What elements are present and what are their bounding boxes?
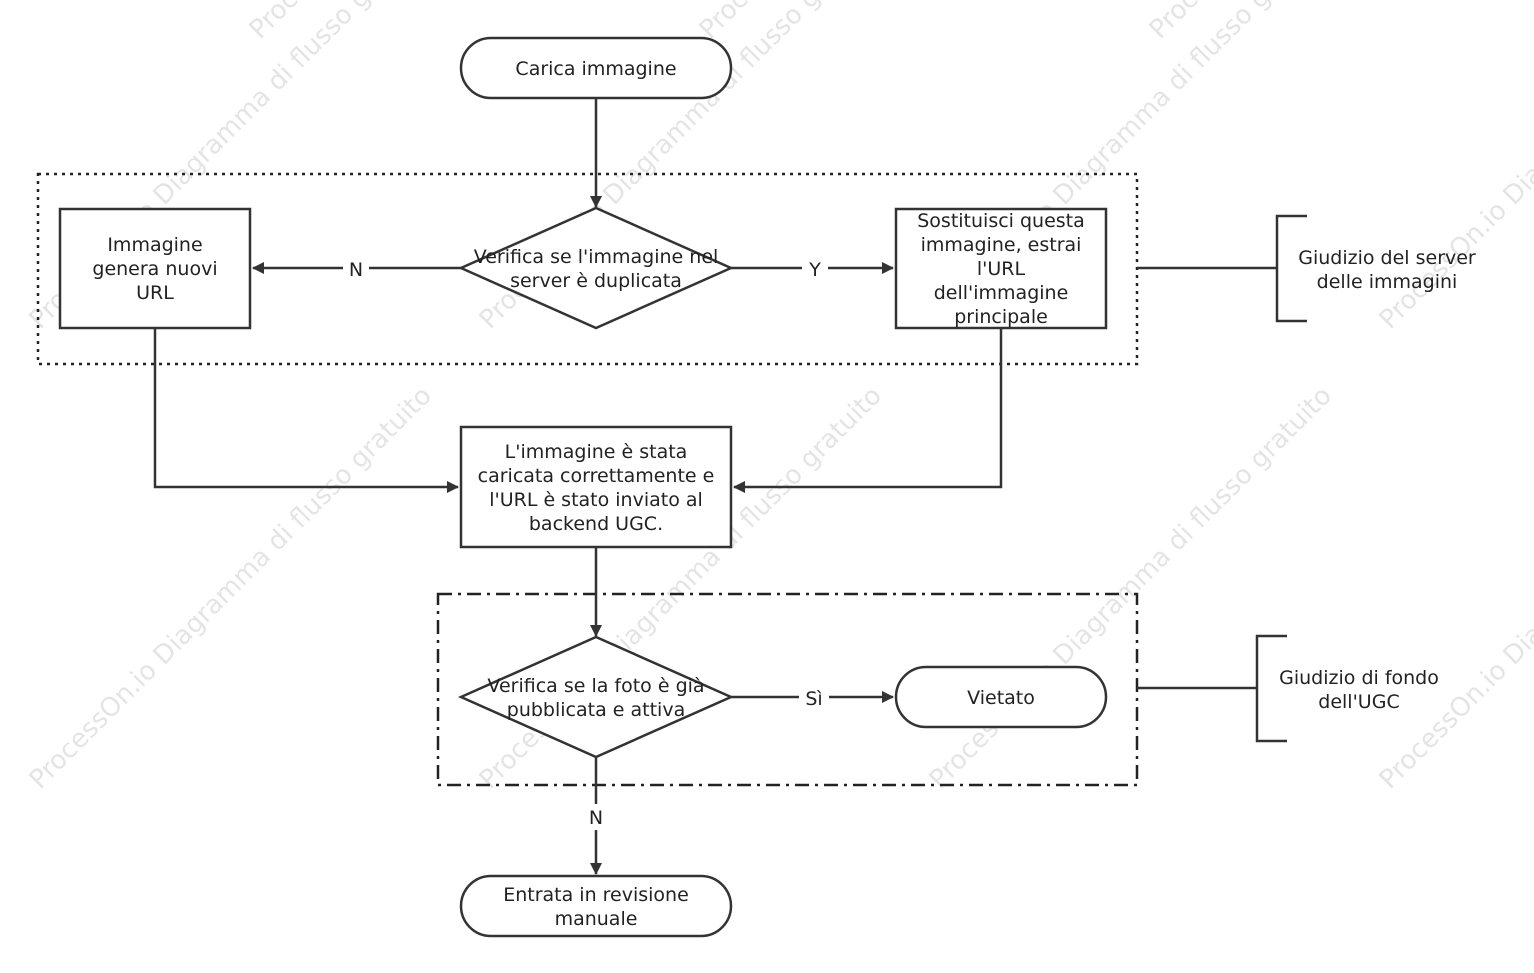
node-dup-check-decision [457,206,735,330]
nodes [58,36,1108,938]
node-start-label: Carica immagine [515,58,676,80]
watermark-text: ProcessOn.io Diagramma di flusso gratuit… [24,381,438,795]
watermark-text: ProcessOn.io Diagramma di flusso gratuit… [1374,381,1534,795]
edge-label-pub-no: N [589,807,603,829]
node-forbidden-terminal [894,665,1108,729]
node-published-check-decision [457,635,735,759]
node-uploaded-process [459,425,733,549]
bracket-server-judgment [1275,214,1307,323]
annotation-brackets [1255,214,1307,743]
node-new-url-process [58,207,252,330]
node-manual-review-terminal [459,874,733,938]
group-ugc-judgment-border [436,592,1139,787]
edge-replace-to-uploaded [733,329,1003,493]
edge-label-dup-yes: Y [808,259,821,281]
bracket-ugc-judgment [1255,634,1287,743]
edge-label-pub-yes: Sì [805,688,822,710]
edge-new-url-to-uploaded [153,329,459,493]
node-forbidden-label: Vietato [967,687,1035,709]
watermark-text: ProcessOn.io Diagramma di flusso gratuit… [924,381,1338,795]
node-start-terminal [459,36,733,100]
edge-label-dup-no: N [349,259,363,281]
node-replace-process [894,207,1108,330]
